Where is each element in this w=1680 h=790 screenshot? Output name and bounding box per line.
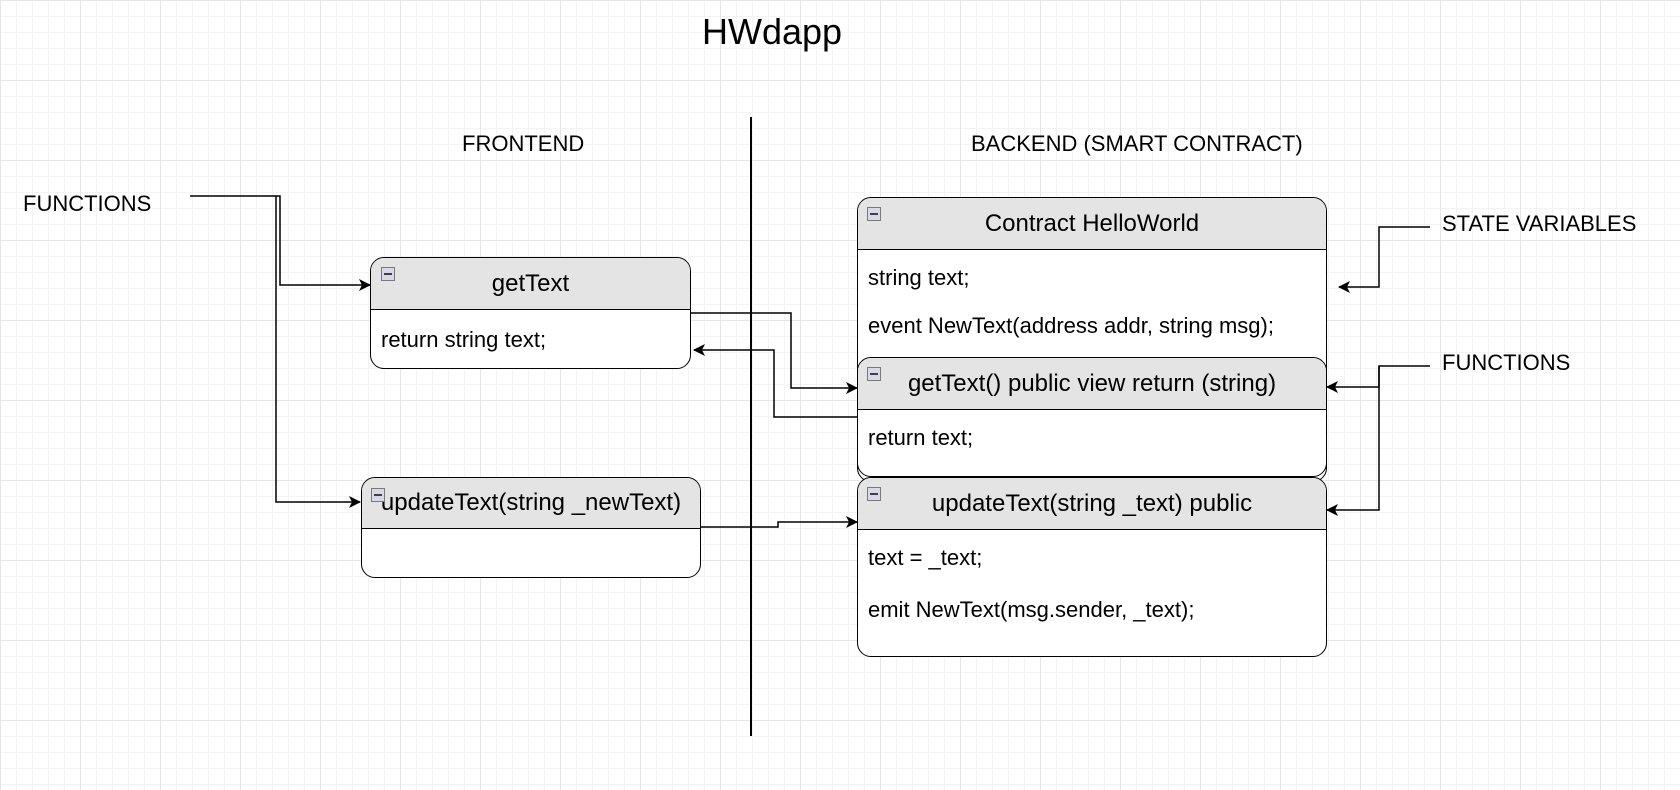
contract-collapse-icon[interactable] [867, 207, 881, 221]
functions-annotation-left: FUNCTIONS [23, 191, 152, 216]
functions-to-updatetext-arrow [275, 196, 361, 508]
contract-event-row: event NewText(address addr, string msg); [868, 313, 1274, 338]
frontend-gettext-row: return string text; [381, 327, 547, 352]
frontend-section-label: FRONTEND [462, 131, 585, 156]
state-variables-arrow [1338, 226, 1430, 293]
functions-to-gettext-arrow [190, 195, 371, 291]
frontend-gettext-header: getText [371, 258, 690, 310]
frontend-updatetext-box[interactable]: updateText(string _newText) [361, 477, 701, 578]
state-variables-annotation: STATE VARIABLES [1442, 211, 1637, 236]
contract-emit-row: emit NewText(msg.sender, _text); [868, 597, 1195, 622]
contract-header: Contract HelloWorld [858, 198, 1326, 250]
frontend-updatetext-header: updateText(string _newText) [362, 478, 700, 529]
contract-gettext-box[interactable]: getText() public view return (string) re… [857, 357, 1327, 477]
backend-section-label: BACKEND (SMART CONTRACT) [971, 131, 1303, 156]
frontend-updatetext-collapse-icon[interactable] [371, 488, 385, 502]
functions-right-to-updatetext-arrow [1326, 366, 1380, 516]
frontend-gettext-collapse-icon[interactable] [381, 267, 395, 281]
frontend-gettext-box[interactable]: getText return string text; [370, 257, 691, 369]
contract-updatetext-collapse-icon[interactable] [867, 487, 881, 501]
contract-box[interactable]: Contract HelloWorld string text; event N… [857, 197, 1327, 482]
contract-updatetext-box[interactable]: updateText(string _text) public text = _… [857, 477, 1327, 657]
contract-gettext-header: getText() public view return (string) [858, 358, 1326, 410]
contract-gettext-collapse-icon[interactable] [867, 367, 881, 381]
contract-state-variable-row: string text; [868, 265, 970, 290]
diagram-title: HWdapp [702, 11, 843, 52]
contract-gettext-return-arrow [693, 344, 857, 418]
contract-assignment-row: text = _text; [868, 545, 983, 570]
functions-annotation-right: FUNCTIONS [1442, 350, 1571, 375]
contract-gettext-row: return text; [868, 425, 974, 450]
frontend-gettext-to-contract-arrow [690, 312, 858, 394]
contract-updatetext-header: updateText(string _text) public [858, 478, 1326, 530]
frontend-updatetext-to-contract-arrow [700, 516, 858, 528]
